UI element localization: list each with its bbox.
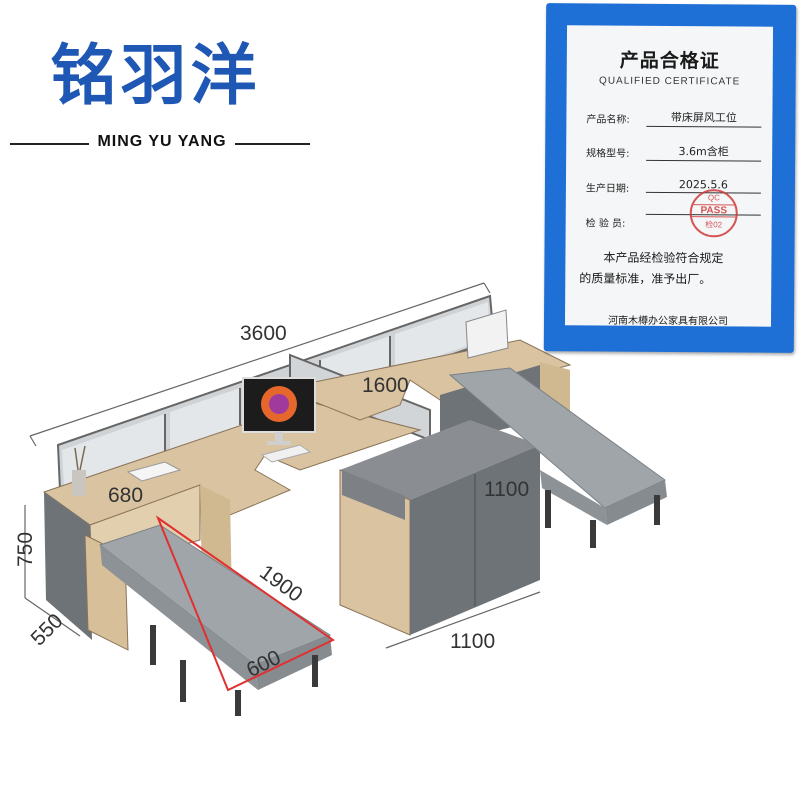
dim-base-depth: 550 (27, 609, 68, 650)
certificate-subtitle: QUALIFIED CERTIFICATE (599, 75, 741, 88)
dim-cabinet-width: 1100 (450, 630, 495, 653)
bed-dimension-highlight (155, 515, 335, 692)
desk-top-right (299, 339, 572, 421)
vase (72, 470, 86, 496)
certificate-title: 产品合格证 (619, 49, 720, 73)
certificate-statement: 本产品经检验符合规定 的质量标准，准予出厂。 (579, 250, 724, 287)
field-value: 3.6m含柜 (646, 142, 762, 162)
keyboard (260, 444, 312, 463)
certificate-card: 产品合格证 QUALIFIED CERTIFICATE 产品名称: 带床屏风工位… (564, 25, 774, 328)
brand-logo-english: MING YU YANG (6, 133, 318, 151)
dim-cabinet-height: 1100 (484, 478, 529, 501)
dim-overall-length: 3600 (240, 322, 287, 345)
dimension-lines (24, 282, 541, 649)
certificate-company: 河南木樽办公家具有限公司 (607, 315, 729, 328)
field-label: 检 验 员: (585, 218, 626, 230)
field-label: 规格型号: (586, 148, 630, 160)
left-grey-panel (44, 492, 92, 640)
storage-cabinet (339, 420, 540, 636)
laptop (126, 461, 182, 482)
dim-desk-height: 750 (14, 532, 37, 567)
qc-pass-stamp: QC PASS 检02 (689, 189, 738, 238)
brand-logo-chinese: 铭羽洋 (50, 37, 261, 114)
brand-subtitle-row: MING YU YANG (6, 132, 318, 154)
file-holder (465, 309, 509, 359)
field-model: 规格型号: 3.6m含柜 (586, 142, 762, 162)
field-label: 产品名称: (586, 114, 630, 126)
dim-side-depth: 680 (108, 484, 143, 507)
folding-bed-right (448, 367, 667, 548)
field-value: 带床屏风工位 (646, 108, 762, 128)
qualified-certificate-frame: 产品合格证 QUALIFIED CERTIFICATE 产品名称: 带床屏风工位… (543, 3, 797, 353)
field-product-name: 产品名称: 带床屏风工位 (586, 108, 762, 128)
field-label: 生产日期: (585, 183, 630, 195)
dim-desk-depth: 1600 (362, 374, 409, 397)
monitor (242, 377, 316, 445)
